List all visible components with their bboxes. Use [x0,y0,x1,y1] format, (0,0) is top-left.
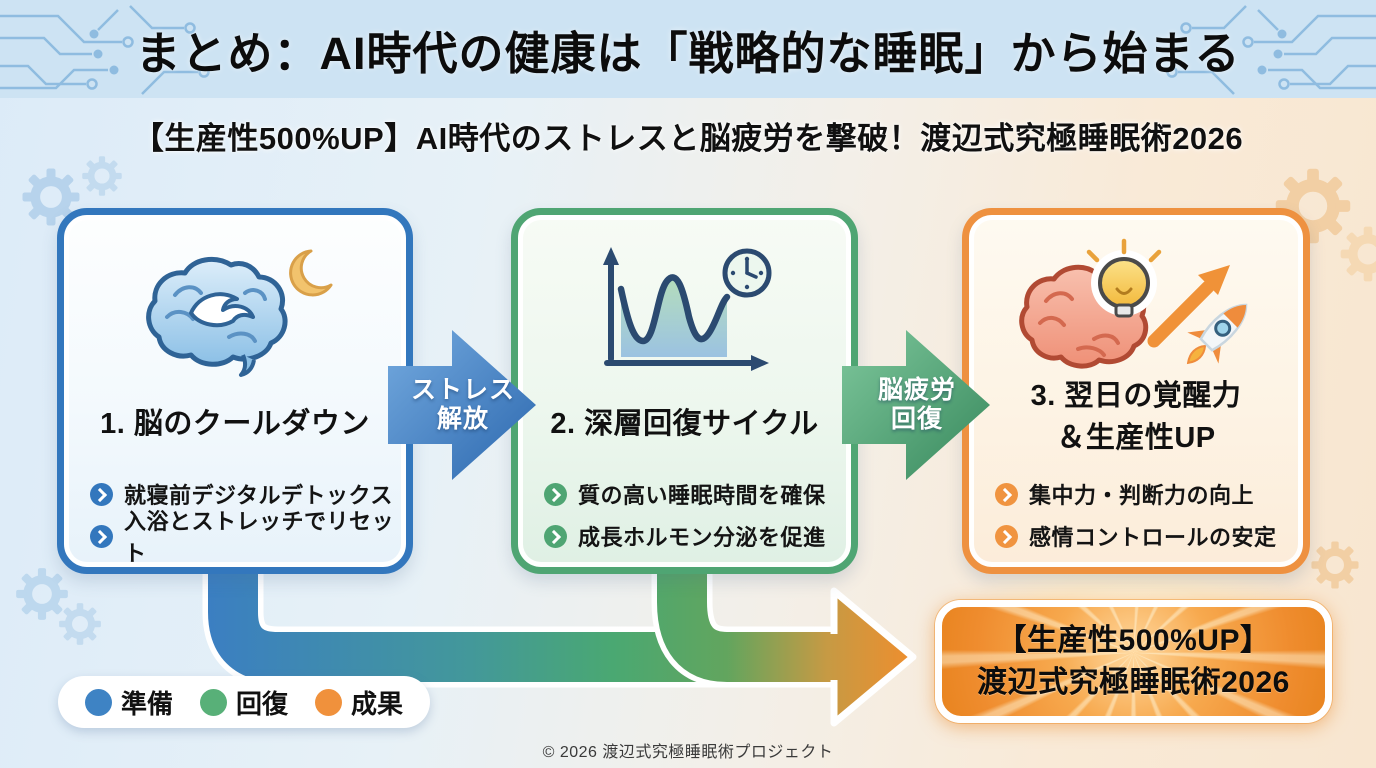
list-item: 成長ホルモン分泌を促進 [544,515,841,557]
lightbulb-icon [1086,238,1162,318]
clock-icon [722,248,771,298]
connector-label: 脳疲労 回復 [877,375,956,434]
legend-dot-orange [315,688,343,716]
icon-box [518,233,851,391]
connector-arrow-fatigue-recovery: 脳疲労 回復 [842,318,992,492]
chevron-circle-icon [90,524,113,548]
chevron-circle-icon [90,482,113,506]
card-title: 2. 深層回復サイクル [550,408,819,440]
chevron-circle-icon [995,524,1018,548]
icon-box [64,233,406,391]
right-arrow-icon [388,330,536,480]
result-box: 【生産性500%UP】 渡辺式究極睡眠術2026 [935,600,1332,723]
rocket-flame-icon [1186,344,1207,365]
header-banner: まとめ：AI時代の健康は「戦略的な睡眠」から始まる [0,0,1376,98]
subtitle: 【生産性500%UP】AI時代のストレスと脳疲労を撃破！渡辺式究極睡眠術2026 [132,121,1244,156]
connector-arrow-stress-release: ストレス 解放 [388,318,538,492]
page-title: まとめ：AI時代の健康は「戦略的な睡眠」から始まる [135,27,1241,79]
chevron-circle-icon [995,482,1018,506]
step-card-next-day-performance: 3. 翌日の覚醒力 ＆生産性UP 集中力・判断力の向上 感情コントロールの安定 [962,208,1310,574]
legend-item-recovery: 回復 [200,684,288,721]
list-item: 集中力・判断力の向上 [995,473,1293,515]
right-arrow-icon [842,330,990,480]
step-card-deep-recovery: 2. 深層回復サイクル 質の高い睡眠時間を確保 成長ホルモン分泌を促進 [511,208,858,574]
pipe-preparation [208,550,838,682]
wave-icon [189,292,255,328]
flow-arrowhead-icon [830,587,917,727]
legend: 準備 回復 成果 [58,676,431,728]
pipe-recovery [657,550,852,682]
list-item: 入浴とストレッチでリセット [90,509,396,566]
moon-icon [289,249,333,297]
list-item: 質の高い睡眠時間を確保 [544,473,841,515]
pipe-seam-patch [820,634,842,680]
brain-moon-icon [146,249,333,377]
growth-arrow-icon [1147,280,1215,348]
legend-dot-green [200,688,228,716]
result-line: 渡辺式究極睡眠術2026 [977,665,1290,699]
bullet-list: 質の高い睡眠時間を確保 成長ホルモン分泌を促進 [544,473,841,557]
bullet-list: 就寝前デジタルデトックス 入浴とストレッチでリセット [90,473,396,566]
connector-label: ストレス 解放 [410,375,515,434]
sleep-cycle-chart-icon [602,247,771,371]
legend-dot-blue [85,688,112,716]
card-title: 1. 脳のクールダウン [100,408,370,440]
list-item: 就寝前デジタルデトックス [90,473,396,515]
step-card-brain-cooldown: 1. 脳のクールダウン 就寝前デジタルデトックス 入浴とストレッチでリセット [57,208,413,574]
card-title: 3. 翌日の覚醒力 ＆生産性UP [1030,380,1242,454]
chevron-circle-icon [544,524,567,548]
bullet-list: 集中力・判断力の向上 感情コントロールの安定 [995,473,1293,557]
icon-box [969,233,1303,391]
legend-item-result: 成果 [315,684,403,721]
result-line: 【生産性500%UP】 [996,624,1271,658]
chevron-circle-icon [544,482,567,506]
list-item: 感情コントロールの安定 [995,515,1293,557]
legend-item-preparation: 準備 [85,684,173,721]
growth-arrowhead-icon [1198,265,1230,295]
brain-lightbulb-rocket-icon [1019,238,1248,369]
copyright-text: © 2026 渡辺式究極睡眠術プロジェクト [542,744,834,761]
